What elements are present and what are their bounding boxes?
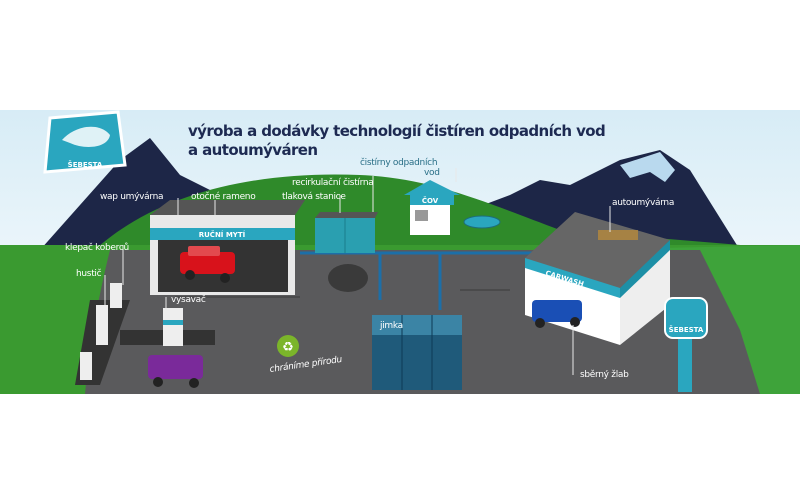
- svg-text:♻: ♻: [282, 340, 294, 355]
- recirculation-unit: [315, 212, 378, 292]
- service-stations: [75, 283, 215, 388]
- cov-building: ČOV: [404, 180, 501, 235]
- manual-wash-building: RUČNÍ MYTÍ: [150, 200, 305, 295]
- car-red: [180, 246, 235, 283]
- label-carpet: klepač koberců: [65, 242, 129, 253]
- label-pressure: tlaková stanice: [282, 192, 346, 202]
- carwash-building: CARWASH: [525, 212, 670, 345]
- manual-wash-sign: RUČNÍ MYTÍ: [199, 230, 246, 239]
- label-inflator: hustič: [76, 268, 102, 279]
- sebesta-sign: ŠEBESTA: [664, 297, 708, 392]
- recycle-icon: [277, 335, 299, 357]
- headline-line2: a autoumýváren: [188, 141, 317, 159]
- return-line: [175, 289, 510, 298]
- tank-label: jimka: [379, 321, 403, 331]
- logo-text: ŠEBESTA: [68, 160, 103, 169]
- mountain-left: [40, 138, 250, 260]
- label-cov-desc-2: vod: [424, 168, 440, 178]
- label-recirc: recirkulační čistírna: [292, 177, 374, 188]
- label-wap: wap umývárna: [100, 192, 163, 202]
- sebesta-logo: ŠEBESTA: [43, 110, 127, 174]
- sign-brand: ŠEBESTA: [669, 325, 704, 334]
- snow-cap: [620, 152, 675, 182]
- headline-line1: výroba a dodávky technologií čistíren od…: [188, 122, 605, 140]
- car-purple: [148, 355, 203, 388]
- label-carwash: autoumývárna: [612, 198, 674, 208]
- label-vacuum: vysavač: [171, 294, 206, 305]
- cov-sign: ČOV: [422, 196, 439, 205]
- car-blue: [532, 300, 582, 328]
- label-arm: otočné rameno: [191, 191, 256, 202]
- label-gutter: sběrný žlab: [580, 370, 629, 380]
- label-cov-desc: čistírny odpadních: [360, 157, 437, 168]
- tank: jimka: [372, 315, 462, 390]
